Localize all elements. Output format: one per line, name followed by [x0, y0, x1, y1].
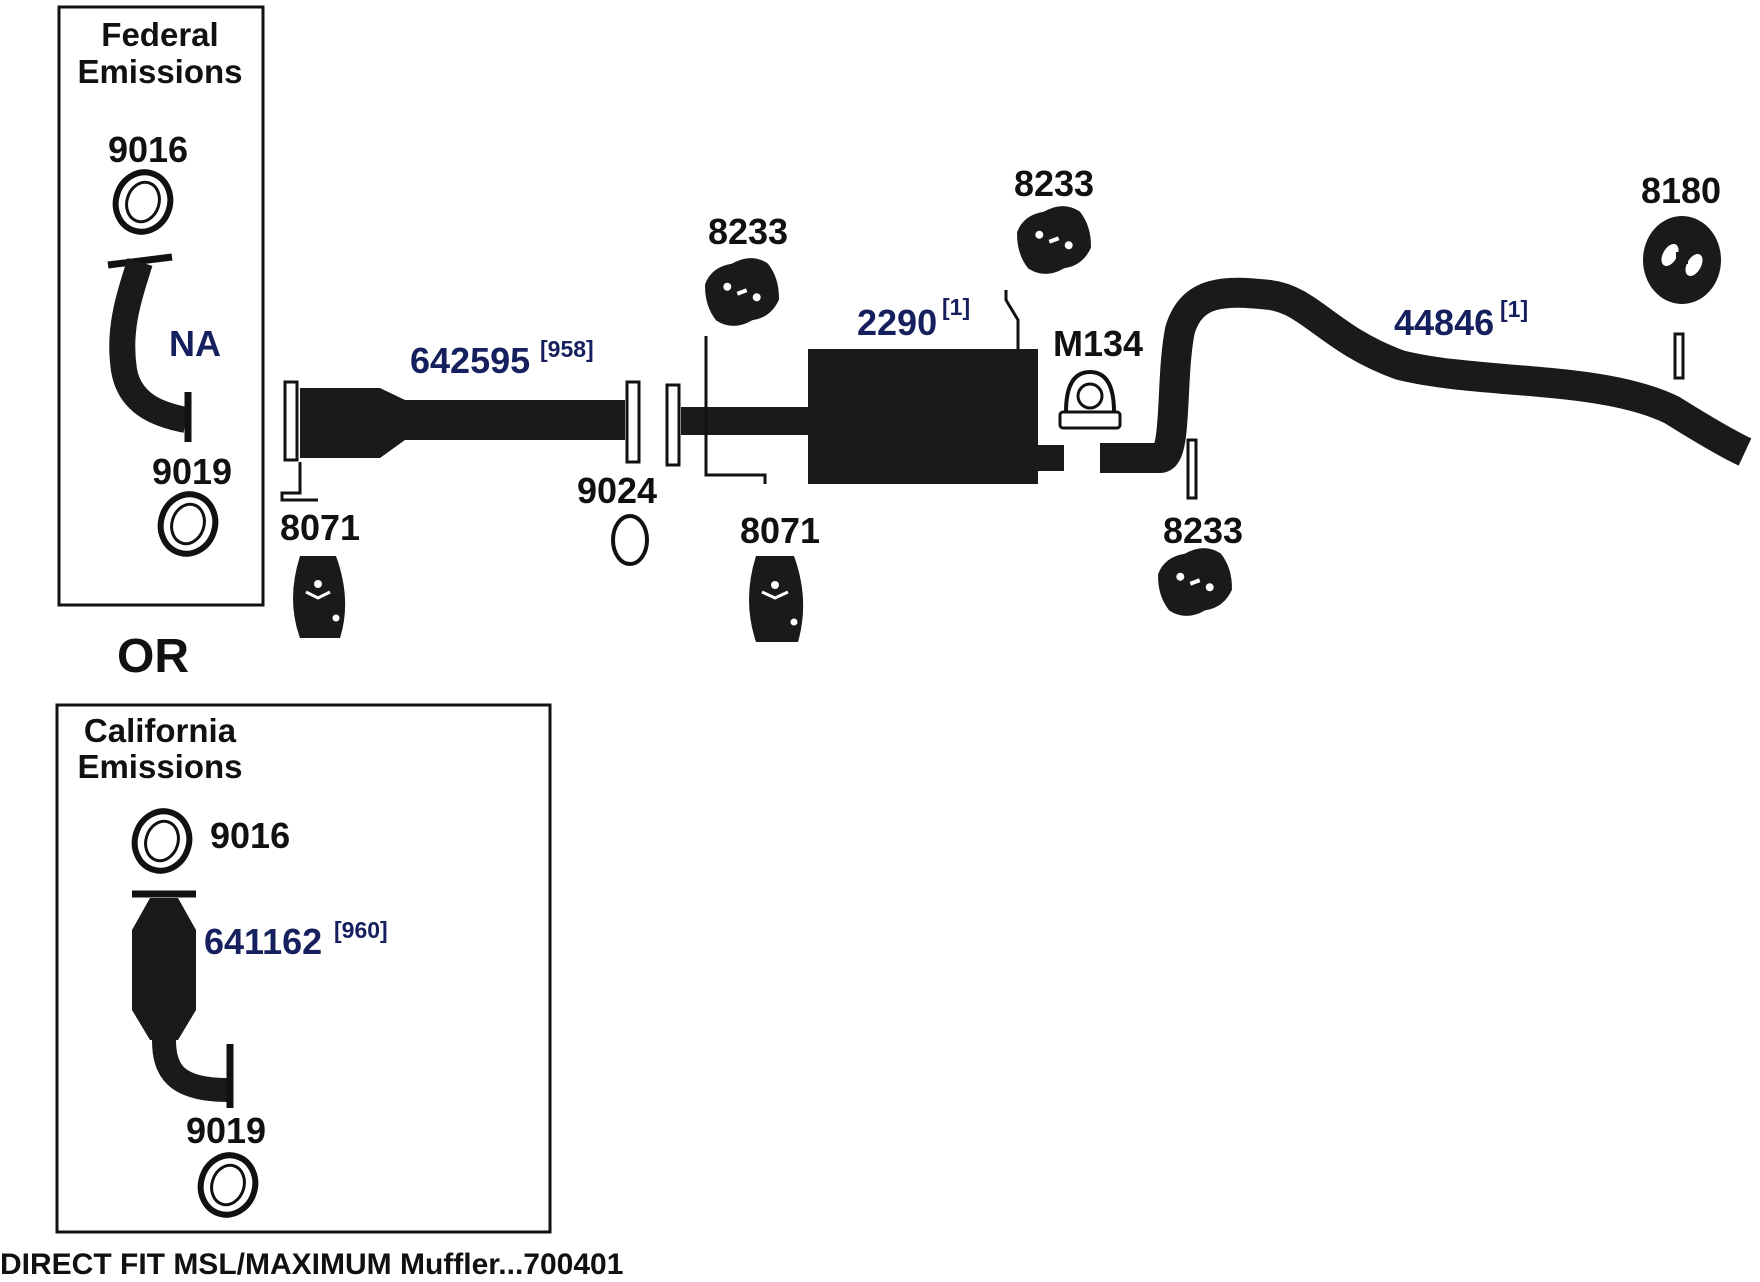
hanger-8071-right-label: 8071: [740, 510, 820, 551]
converter-part-number: 641162: [204, 921, 322, 962]
bracket: [704, 336, 767, 484]
federal-emissions-box: Federal Emissions 9016 NA 9019: [57, 5, 265, 607]
muffler-note: [1]: [942, 294, 970, 320]
hanger-8233-left-label: 8233: [708, 211, 788, 252]
front-pipe-assembly: [280, 380, 641, 502]
bracket: [280, 462, 318, 502]
federal-gasket-top-label: 9016: [108, 129, 188, 170]
gasket-9024-label: 9024: [577, 470, 657, 511]
federal-downpipe: [107, 253, 192, 442]
hanger-rod: [1186, 438, 1198, 500]
california-title-line1: California: [84, 712, 237, 749]
muffler-assembly: [665, 290, 1064, 484]
muffler-part-number: 2290: [857, 302, 937, 343]
federal-title-line1: Federal: [101, 16, 218, 53]
federal-gasket-bottom-label: 9019: [152, 451, 232, 492]
flange-plate: [283, 380, 299, 462]
rubber-isolator-icon: [1017, 206, 1091, 274]
tailpipe-part-number: 44846: [1394, 302, 1494, 343]
california-gasket-bottom-label: 9019: [186, 1110, 266, 1151]
catalytic-converter-icon: [132, 890, 234, 1108]
hanger-8071-left-label: 8071: [280, 507, 360, 548]
hanger-rod: [1004, 290, 1020, 350]
u-bolt-clamp-icon: [1058, 369, 1122, 430]
rubber-hanger-icon: [749, 556, 804, 642]
rubber-isolator-icon: [705, 258, 779, 326]
tailpipe-note: [1]: [1500, 296, 1528, 322]
front-pipe-part-number: 642595: [410, 340, 530, 381]
california-box-border: [55, 703, 552, 1234]
inlet-pipe: [681, 407, 811, 435]
outlet-stub: [1038, 445, 1064, 471]
gasket-ring-icon: [131, 808, 193, 874]
california-gasket-top-label: 9016: [210, 815, 290, 856]
federal-box-border: [57, 5, 265, 607]
o-ring-gasket-icon: [611, 514, 649, 566]
front-pipe-note: [958]: [540, 336, 594, 362]
hanger-8233-low-label: 8233: [1163, 510, 1243, 551]
clamp-label: M134: [1053, 323, 1143, 364]
flange-plate: [625, 380, 641, 464]
converter-note: [960]: [334, 917, 388, 943]
or-separator: OR: [117, 630, 189, 683]
rubber-isolator-icon: [1158, 548, 1232, 616]
resonator-pipe: [300, 388, 625, 458]
federal-title-line2: Emissions: [77, 53, 242, 90]
hanger-8180-label: 8180: [1641, 170, 1721, 211]
california-title-line2: Emissions: [77, 748, 242, 785]
gasket-ring-icon: [157, 491, 219, 557]
federal-pipe-label: NA: [169, 323, 221, 364]
gasket-ring-icon: [197, 1152, 259, 1218]
california-emissions-box: California Emissions 9016 641162 [960] 9…: [55, 703, 552, 1234]
round-isolator-icon: [1643, 216, 1721, 304]
footer-caption: DIRECT FIT MSL/MAXIMUM Muffler...700401: [0, 1248, 623, 1281]
rubber-hanger-icon: [293, 556, 346, 638]
hanger-8233-mid-label: 8233: [1014, 163, 1094, 204]
tailpipe: [1100, 277, 1752, 473]
flange-plate: [665, 383, 681, 467]
muffler-body: [808, 349, 1038, 484]
hanger-rod: [1673, 332, 1685, 380]
gasket-ring-icon: [112, 169, 174, 235]
